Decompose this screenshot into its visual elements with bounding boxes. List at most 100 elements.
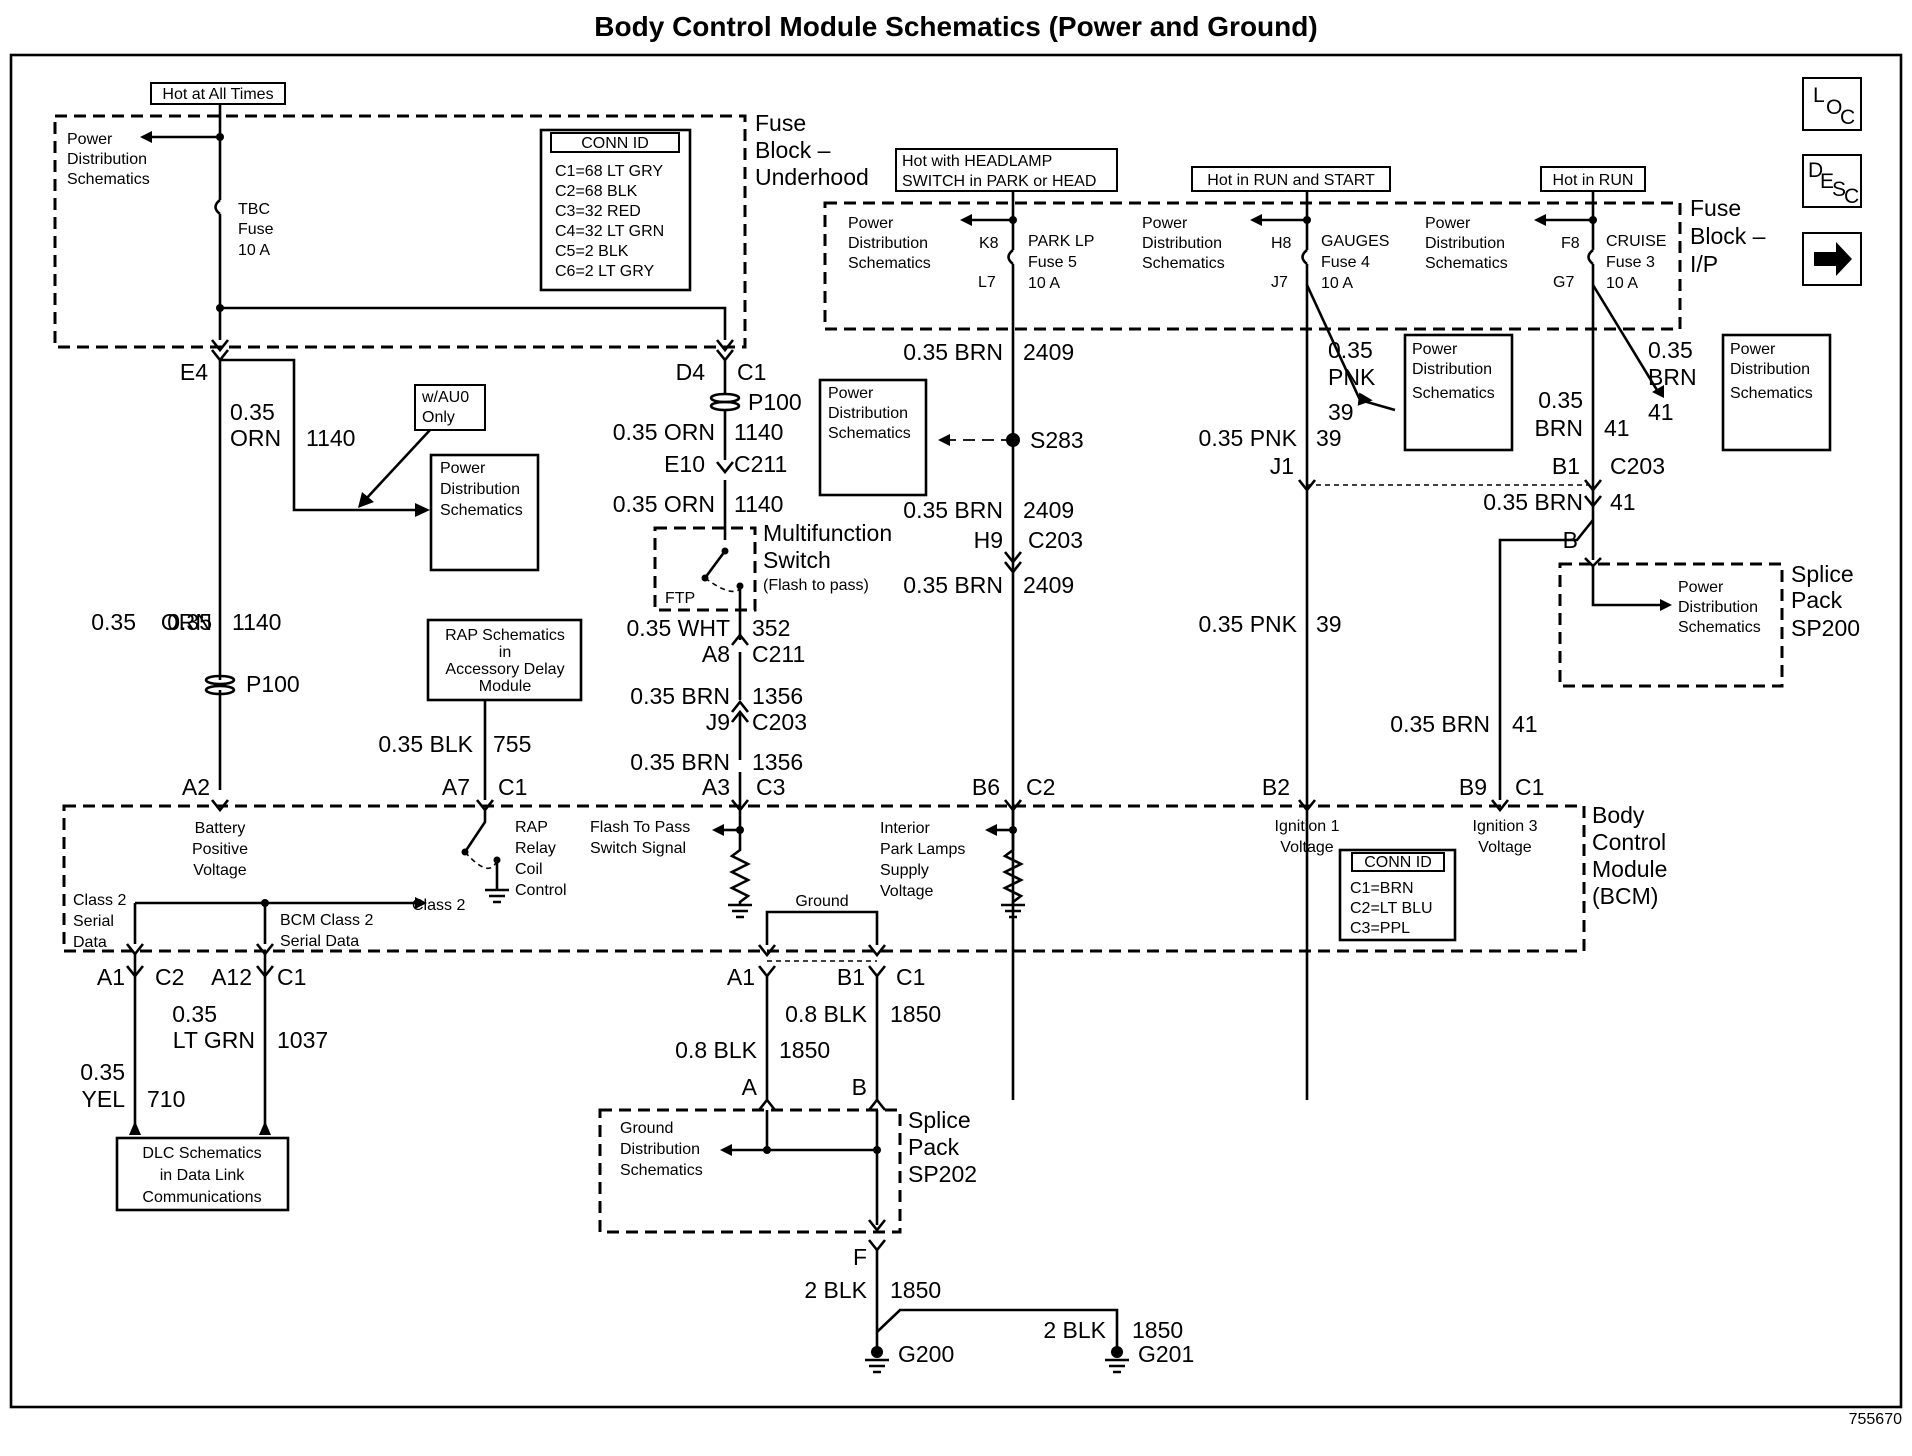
dlc-schematics-box[interactable]: DLC Schematics in Data Link Communicatio… (115, 1136, 290, 1212)
svg-text:A2: A2 (182, 774, 210, 800)
svg-text:Ground: Ground (620, 1120, 673, 1137)
svg-text:2409: 2409 (1023, 497, 1074, 523)
svg-text:ORN: ORN (161, 609, 212, 635)
svg-text:39: 39 (1328, 399, 1354, 425)
hot-run-label: Hot in RUN (1540, 166, 1646, 192)
svg-text:SP202: SP202 (908, 1161, 977, 1187)
page-title: Body Control Module Schematics (Power an… (594, 11, 1317, 42)
svg-text:C4=32 LT GRN: C4=32 LT GRN (555, 223, 664, 240)
svg-text:0.35 PNK: 0.35 PNK (1199, 611, 1298, 637)
svg-text:Supply: Supply (880, 862, 929, 879)
svg-text:O: O (1826, 96, 1842, 119)
svg-text:2409: 2409 (1023, 572, 1074, 598)
svg-text:RAP Schematics: RAP Schematics (445, 627, 565, 644)
svg-text:1037: 1037 (277, 1027, 328, 1053)
svg-text:SWITCH in PARK or HEAD: SWITCH in PARK or HEAD (902, 173, 1096, 190)
svg-text:Serial: Serial (73, 913, 114, 930)
svg-text:Battery: Battery (195, 820, 246, 837)
svg-text:1356: 1356 (752, 683, 803, 709)
svg-text:C1: C1 (896, 964, 925, 990)
svg-text:B1: B1 (1552, 453, 1580, 479)
svg-text:Power: Power (1142, 215, 1188, 232)
svg-text:Splice: Splice (908, 1107, 971, 1133)
svg-text:1850: 1850 (1132, 1317, 1183, 1343)
svg-text:Power: Power (440, 460, 486, 477)
svg-text:0.35 PNK: 0.35 PNK (1199, 425, 1298, 451)
svg-text:Ignition 3: Ignition 3 (1473, 818, 1538, 835)
svg-text:Hot in RUN: Hot in RUN (1553, 172, 1634, 189)
svg-text:Ignition 1: Ignition 1 (1275, 818, 1340, 835)
svg-text:Schematics: Schematics (1412, 385, 1495, 402)
underhood-conn-id-box: CONN ID C1=68 LT GRY C2=68 BLK C3=32 RED… (539, 128, 692, 292)
svg-text:Fuse: Fuse (1690, 195, 1741, 221)
svg-text:P100: P100 (748, 389, 802, 415)
pds-box-s283[interactable]: Power Distribution Schematics (818, 378, 928, 497)
svg-text:0.35 ORN: 0.35 ORN (613, 491, 715, 517)
svg-text:S283: S283 (1030, 427, 1084, 453)
svg-text:C5=2 BLK: C5=2 BLK (555, 243, 629, 260)
svg-text:RAP: RAP (515, 819, 548, 836)
bcm-conn-id-box: CONN ID C1=BRN C2=LT BLU C3=PPL (1338, 848, 1457, 942)
svg-text:0.35 BRN: 0.35 BRN (903, 339, 1003, 365)
svg-text:B6: B6 (972, 774, 1000, 800)
svg-text:FTP: FTP (665, 590, 695, 607)
svg-text:Distribution: Distribution (1425, 235, 1505, 252)
next-page-arrow-icon[interactable] (1802, 232, 1862, 286)
svg-text:H8: H8 (1271, 235, 1292, 252)
svg-text:Only: Only (422, 409, 455, 426)
svg-text:0.35: 0.35 (80, 1059, 125, 1085)
svg-text:Schematics: Schematics (1425, 255, 1508, 272)
svg-text:C: C (1840, 106, 1855, 129)
svg-text:D4: D4 (676, 359, 706, 385)
svg-text:in Data Link: in Data Link (160, 1167, 245, 1184)
loc-icon[interactable]: L O C (1802, 77, 1862, 131)
svg-text:A8: A8 (702, 641, 730, 667)
svg-text:E: E (1820, 170, 1834, 193)
rap-schematics-box[interactable]: RAP Schematics in Accessory Delay Module (426, 618, 583, 702)
pds-box-cruise[interactable]: Power Distribution Schematics (1721, 333, 1832, 452)
svg-text:0.35 BRN: 0.35 BRN (630, 683, 730, 709)
svg-text:CONN ID: CONN ID (581, 135, 649, 152)
svg-text:Power: Power (828, 385, 874, 402)
svg-text:0.35 BRN: 0.35 BRN (1483, 489, 1583, 515)
svg-text:Power: Power (1730, 341, 1776, 358)
pds-box-wau0[interactable]: Power Distribution Schematics (429, 453, 540, 572)
hot-headlamp-label: Hot with HEADLAMP SWITCH in PARK or HEAD (895, 148, 1118, 192)
tbc-fuse-label: TBC (238, 201, 270, 218)
svg-text:C1: C1 (737, 359, 766, 385)
svg-text:Hot in RUN and START: Hot in RUN and START (1207, 172, 1375, 189)
svg-text:Flash To Pass: Flash To Pass (590, 819, 690, 836)
svg-text:C1=BRN: C1=BRN (1350, 880, 1414, 897)
svg-text:C211: C211 (734, 451, 787, 477)
svg-text:w/AU0: w/AU0 (421, 389, 469, 406)
svg-text:1356: 1356 (752, 749, 803, 775)
svg-text:BRN: BRN (1534, 415, 1583, 441)
d4-feed-wire (220, 306, 727, 340)
svg-text:Multifunction: Multifunction (763, 520, 892, 546)
svg-text:(Flash to pass): (Flash to pass) (763, 577, 869, 594)
svg-text:Switch: Switch (763, 547, 831, 573)
svg-text:E10: E10 (664, 451, 705, 477)
svg-text:C1: C1 (498, 774, 527, 800)
desc-icon[interactable]: D E S C (1802, 154, 1862, 208)
pds-box-gauges[interactable]: Power Distribution Schematics (1403, 333, 1514, 452)
svg-text:10 A: 10 A (238, 242, 270, 259)
svg-text:0.35: 0.35 (230, 399, 275, 425)
svg-text:0.8 BLK: 0.8 BLK (675, 1037, 757, 1063)
svg-text:Splice: Splice (1791, 561, 1854, 587)
svg-text:G200: G200 (898, 1341, 954, 1367)
svg-text:Class 2: Class 2 (412, 897, 465, 914)
svg-text:Module: Module (1592, 856, 1667, 882)
svg-text:C2: C2 (1026, 774, 1055, 800)
svg-text:Schematics: Schematics (1678, 619, 1761, 636)
svg-text:C203: C203 (752, 709, 807, 735)
svg-text:Fuse 3: Fuse 3 (1606, 254, 1655, 271)
svg-text:C2=68 BLK: C2=68 BLK (555, 183, 638, 200)
splice-pack-sp202-box (598, 1108, 902, 1234)
svg-text:Distribution: Distribution (1412, 361, 1492, 378)
svg-text:Accessory Delay: Accessory Delay (445, 661, 564, 678)
svg-text:E4: E4 (180, 359, 208, 385)
svg-text:Hot with HEADLAMP: Hot with HEADLAMP (902, 153, 1052, 170)
svg-text:Schematics: Schematics (620, 1162, 703, 1179)
svg-text:0.35 WHT: 0.35 WHT (626, 615, 730, 641)
